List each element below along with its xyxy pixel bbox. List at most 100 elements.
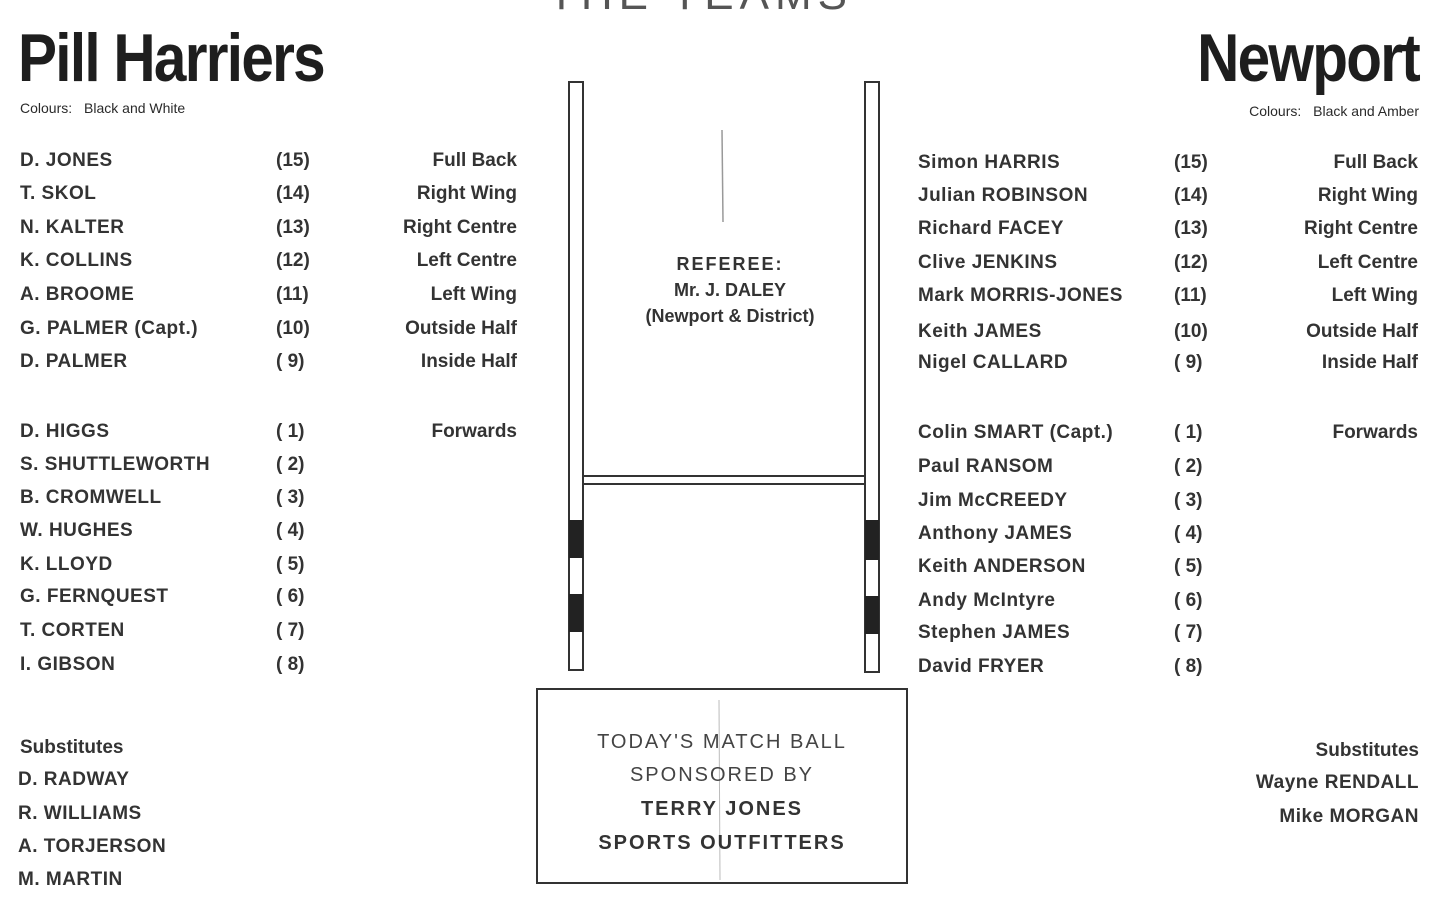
player-number: (10) xyxy=(276,318,310,339)
sponsor-business: SPORTS OUTFITTERS xyxy=(598,832,846,854)
away-player-row: Keith ANDERSON( 5) xyxy=(918,553,1418,581)
home-substitutes-title: Substitutes xyxy=(20,737,124,758)
player-name: G. FERNQUEST xyxy=(20,586,169,607)
player-position: Right Wing xyxy=(1317,185,1418,206)
away-player-row: Stephen JAMES( 7) xyxy=(918,619,1418,647)
player-name: David FRYER xyxy=(918,656,1045,677)
player-number: ( 1) xyxy=(276,421,305,442)
left-post-band-upper xyxy=(569,520,583,558)
home-substitute: A. TORJERSON xyxy=(18,836,167,857)
player-position: Right Wing xyxy=(416,183,517,204)
player-position: Inside Half xyxy=(1321,352,1418,373)
away-player-row: Clive JENKINS (12) Left Centre xyxy=(918,249,1418,277)
away-player-row: David FRYER ( 8) xyxy=(918,653,1418,681)
player-position: Inside Half xyxy=(420,351,517,372)
player-number: ( 6) xyxy=(276,586,305,607)
home-colours-label: Colours: xyxy=(20,100,73,116)
player-name: Colin SMART (Capt.) xyxy=(918,422,1114,443)
sponsor-line-1: TODAY'S MATCH BALL xyxy=(597,731,847,753)
player-name: Keith JAMES xyxy=(918,321,1042,342)
player-name: D. HIGGS xyxy=(20,421,110,442)
away-substitute: Wayne RENDALL xyxy=(1255,772,1419,793)
away-colours-value: Black and Amber xyxy=(1313,103,1419,119)
player-name: Keith ANDERSON xyxy=(918,556,1086,577)
player-name: K. COLLINS xyxy=(20,250,133,271)
player-number: ( 2) xyxy=(276,454,305,475)
home-player-row: T. SKOL(14)Right Wing xyxy=(20,180,517,208)
right-post-band-upper xyxy=(865,520,879,560)
player-name: G. PALMER (Capt.) xyxy=(20,318,199,339)
player-position: Forwards xyxy=(1332,422,1418,443)
player-name: D. JONES xyxy=(20,150,113,171)
player-name: Stephen JAMES xyxy=(918,622,1071,643)
player-name: Mark MORRIS-JONES xyxy=(918,285,1123,306)
player-name: Simon HARRIS xyxy=(918,152,1061,173)
home-substitute: D. RADWAY xyxy=(18,769,130,790)
left-post-band-lower xyxy=(569,594,583,632)
player-number: ( 1) xyxy=(1174,422,1203,443)
player-number: ( 6) xyxy=(1174,590,1203,611)
player-name: T. SKOL xyxy=(20,183,97,204)
home-player-row: D. PALMER( 9)Inside Half xyxy=(20,348,517,376)
home-substitute: R. WILLIAMS xyxy=(18,803,142,824)
player-position: Outside Half xyxy=(405,318,517,339)
away-colours-label: Colours: xyxy=(1249,103,1302,119)
player-name: K. LLOYD xyxy=(20,554,113,575)
player-name: Anthony JAMES xyxy=(918,523,1073,544)
away-team-name: Newport xyxy=(1197,20,1421,96)
player-name: Richard FACEY xyxy=(918,218,1064,239)
player-number: ( 8) xyxy=(1174,656,1203,677)
player-name: A. BROOME xyxy=(20,284,135,305)
player-position: Full Back xyxy=(1333,152,1418,173)
away-player-row: Simon HARRIS(15)Full Back xyxy=(918,149,1418,177)
sponsor-name: TERRY JONES xyxy=(640,798,804,820)
player-name: T. CORTEN xyxy=(20,620,125,641)
player-name: W. HUGHES xyxy=(20,520,134,541)
away-player-row: Andy McIntyre ( 6) xyxy=(918,587,1418,615)
player-position: Full Back xyxy=(432,150,517,171)
player-name: Clive JENKINS xyxy=(918,252,1058,273)
player-number: (12) xyxy=(276,250,310,271)
player-name: Nigel CALLARD xyxy=(918,352,1069,373)
away-substitutes-title: Substitutes xyxy=(1315,740,1419,761)
home-player-row: A. BROOME (11) Left Wing xyxy=(20,281,517,309)
player-number: (13) xyxy=(1174,218,1208,239)
player-name: Andy McIntyre xyxy=(918,590,1056,611)
home-player-row: K. COLLINS(12)Left Centre xyxy=(20,247,517,275)
player-name: N. KALTER xyxy=(20,217,125,238)
sponsor-line-2: SPONSORED BY xyxy=(629,764,815,786)
crossbar xyxy=(582,475,866,485)
away-colours: Colours: Black and Amber xyxy=(1249,103,1419,119)
away-player-row: Richard FACEY(13)Right Centre xyxy=(918,215,1418,243)
player-name: I. GIBSON xyxy=(20,654,116,675)
home-substitute: M. MARTIN xyxy=(18,869,123,890)
player-position: Left Wing xyxy=(430,284,517,305)
player-name: B. CROMWELL xyxy=(20,487,162,508)
home-player-row: S. SHUTTLEWORTH ( 2) xyxy=(20,451,517,479)
right-post-band-lower xyxy=(865,596,879,634)
left-goal-post xyxy=(568,81,584,671)
player-number: (13) xyxy=(276,217,310,238)
player-position: Left Wing xyxy=(1331,285,1418,306)
player-name: S. SHUTTLEWORTH xyxy=(20,454,211,475)
page-banner: THE TEAMS xyxy=(548,0,853,20)
away-substitute: Mike MORGAN xyxy=(1279,806,1419,827)
home-player-row: K. LLOYD ( 5) xyxy=(20,551,517,579)
player-number: ( 9) xyxy=(276,351,305,372)
home-team-name: Pill Harriers xyxy=(18,20,326,96)
player-number: (10) xyxy=(1174,321,1208,342)
player-number: ( 2) xyxy=(1174,456,1203,477)
player-number: ( 9) xyxy=(1174,352,1203,373)
player-number: (11) xyxy=(276,284,309,305)
player-name: Paul RANSOM xyxy=(918,456,1054,477)
home-player-row: D. JONES(15)Full Back xyxy=(20,147,517,175)
player-number: ( 5) xyxy=(276,554,305,575)
home-player-row: I. GIBSON( 8) xyxy=(20,651,517,679)
player-position: Left Centre xyxy=(1317,252,1418,273)
player-position: Outside Half xyxy=(1306,321,1418,342)
away-player-row: Julian ROBINSON(14)Right Wing xyxy=(918,182,1418,210)
player-number: (12) xyxy=(1174,252,1208,273)
home-player-row: N. KALTER(13)Right Centre xyxy=(20,214,517,242)
player-number: ( 4) xyxy=(1174,523,1203,544)
